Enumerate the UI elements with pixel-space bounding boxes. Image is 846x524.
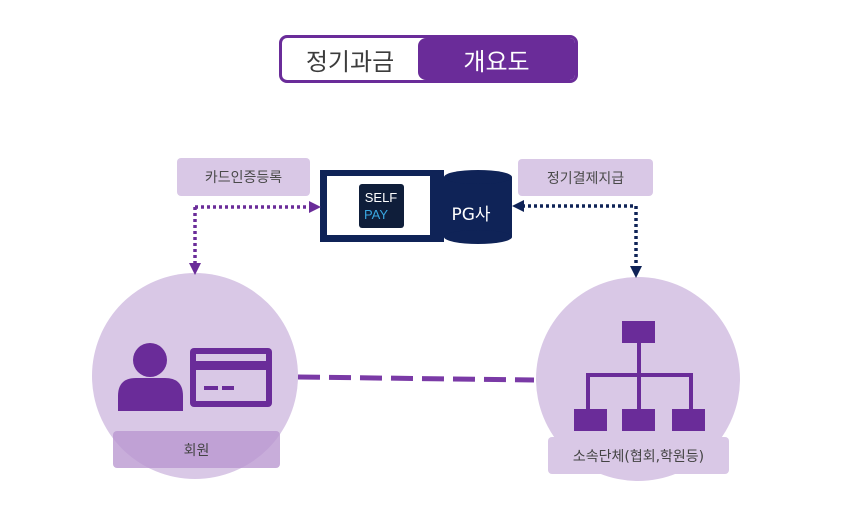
regular-payment-connector [512, 200, 642, 278]
regular-payment-tag: 정기결제지급 [518, 159, 653, 196]
card-registration-connector [189, 201, 321, 275]
title-left: 정기과금 [305, 47, 395, 76]
organization-tag: 소속단체(협회,학원등) [548, 437, 729, 474]
title-pill: 정기과금 개요도 [279, 35, 578, 83]
card-registration-tag: 카드인증등록 [177, 158, 310, 196]
selfpay-logo: SELF PAY [359, 184, 404, 228]
credit-card-icon [190, 348, 272, 407]
member-tag: 회원 [113, 431, 280, 468]
member-organization-link [297, 374, 535, 383]
pg-label: PG사 [451, 205, 491, 225]
org-chart-icon [574, 321, 705, 431]
svg-text:PAY: PAY [364, 207, 388, 222]
title-right: 개요도 [418, 38, 575, 80]
svg-text:SELF: SELF [365, 190, 398, 205]
person-icon [118, 343, 183, 411]
